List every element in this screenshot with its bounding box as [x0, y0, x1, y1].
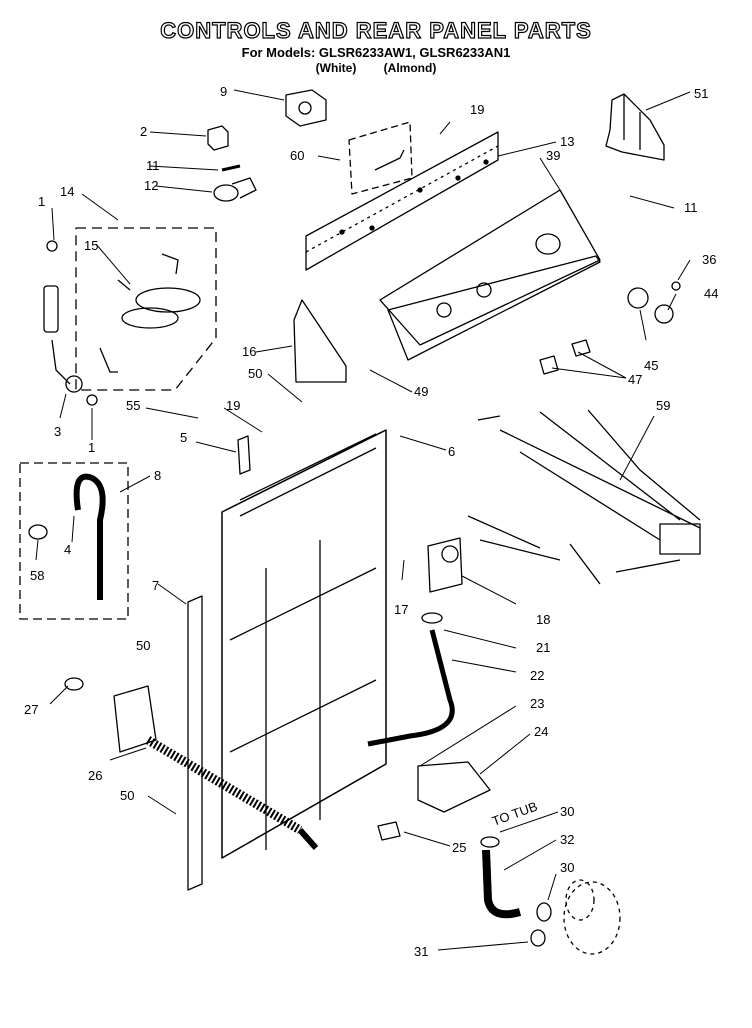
- part-5-clip: [237, 435, 251, 475]
- callout-7: 7: [152, 578, 159, 593]
- variant-white: (White): [315, 61, 357, 75]
- callout-12: 12: [144, 178, 158, 193]
- callout-11: 11: [146, 158, 160, 173]
- callout-50c: 50: [120, 788, 134, 803]
- callout-44: 44: [704, 286, 718, 301]
- part-24: [417, 761, 491, 813]
- part-box-mount: [113, 685, 157, 753]
- callout-23: 23: [530, 696, 544, 711]
- part-21: [421, 612, 443, 624]
- part-15-harness: [99, 253, 201, 373]
- part-25: [377, 821, 401, 841]
- part-27-clamp: [64, 677, 84, 691]
- callout-30b: 30: [560, 860, 574, 875]
- callout-16: 16: [242, 344, 256, 359]
- callout-58: 58: [30, 568, 44, 583]
- part-47a: [571, 339, 591, 357]
- part-9: [285, 89, 327, 127]
- part-3-hose: [43, 285, 83, 393]
- pump-outline: [563, 879, 621, 955]
- part-11-screw: [221, 164, 241, 172]
- callout-24: 24: [534, 724, 548, 739]
- callout-19b: 19: [226, 398, 240, 413]
- diagram-title: CONTROLS AND REAR PANEL PARTS: [160, 17, 592, 43]
- callout-26: 26: [88, 768, 102, 783]
- callout-50b: 50: [136, 638, 150, 653]
- callout-13: 13: [560, 134, 574, 149]
- callout-27: 27: [24, 702, 38, 717]
- part-60: [348, 121, 413, 195]
- callout-55: 55: [126, 398, 140, 413]
- part-13-bracket: [305, 131, 499, 271]
- part-30a: [480, 836, 500, 848]
- callout-1: 1: [38, 194, 45, 209]
- part-59-harness: [467, 409, 701, 585]
- callout-18: 18: [536, 612, 550, 627]
- part-30b: [536, 902, 552, 922]
- callout-14: 14: [60, 184, 74, 199]
- callout-3: 3: [54, 424, 61, 439]
- part-32-hose: [482, 849, 522, 919]
- part-58: [28, 524, 48, 540]
- callout-36: 36: [702, 252, 716, 267]
- callout-5: 5: [180, 430, 187, 445]
- callout-47: 47: [628, 372, 642, 387]
- callout-31: 31: [414, 944, 428, 959]
- group-box-14: [75, 227, 217, 391]
- callout-30: 30: [560, 804, 574, 819]
- part-1-washer-bot: [86, 394, 98, 406]
- callout-59: 59: [656, 398, 670, 413]
- callout-49: 49: [414, 384, 428, 399]
- part-16: [293, 299, 347, 383]
- part-26-hose: [145, 736, 303, 834]
- callout-25: 25: [452, 840, 466, 855]
- group-box-8: [19, 462, 129, 620]
- callout-22: 22: [530, 668, 544, 683]
- to-tub-label: TO TUB: [490, 799, 539, 829]
- part-31-clamp: [530, 929, 546, 947]
- part-1-washer-top: [46, 240, 58, 252]
- part-18-valve: [427, 537, 463, 593]
- part-39-console: [379, 189, 601, 361]
- callout-17: 17: [394, 602, 408, 617]
- callout-45: 45: [644, 358, 658, 373]
- part-7-strip: [187, 595, 203, 891]
- part-22-hose: [367, 629, 455, 747]
- callout-6: 6: [448, 444, 455, 459]
- callout-4: 4: [64, 542, 71, 557]
- part-47b: [539, 355, 559, 375]
- variant-almond: (Almond): [383, 61, 437, 75]
- callout-15: 15: [84, 238, 98, 253]
- callout-60: 60: [290, 148, 304, 163]
- callout-2: 2: [140, 124, 147, 139]
- part-36: [671, 281, 681, 291]
- part-6-rear-panel: [221, 429, 387, 859]
- part-12: [213, 177, 257, 202]
- part-2: [207, 125, 229, 151]
- callout-19: 19: [470, 102, 484, 117]
- callout-11b: 11: [684, 200, 698, 215]
- part-51: [605, 93, 665, 161]
- callout-51: 51: [694, 86, 708, 101]
- callout-21: 21: [536, 640, 550, 655]
- part-45: [627, 287, 649, 309]
- callout-1b: 1: [88, 440, 95, 455]
- callout-39: 39: [546, 148, 560, 163]
- callout-9: 9: [220, 84, 227, 99]
- leaders: [35, 89, 691, 951]
- part-4-hose: [73, 473, 106, 600]
- callout-50: 50: [248, 366, 262, 381]
- part-44: [654, 304, 674, 324]
- callout-32: 32: [560, 832, 574, 847]
- color-variants: (White) (Almond): [0, 61, 752, 75]
- models-line: For Models: GLSR6233AW1, GLSR6233AN1: [241, 45, 511, 60]
- callout-labels: 9 19 51 2 60 13 39 11 12 11 14 1 15 36 4…: [24, 84, 718, 959]
- callout-8: 8: [154, 468, 161, 483]
